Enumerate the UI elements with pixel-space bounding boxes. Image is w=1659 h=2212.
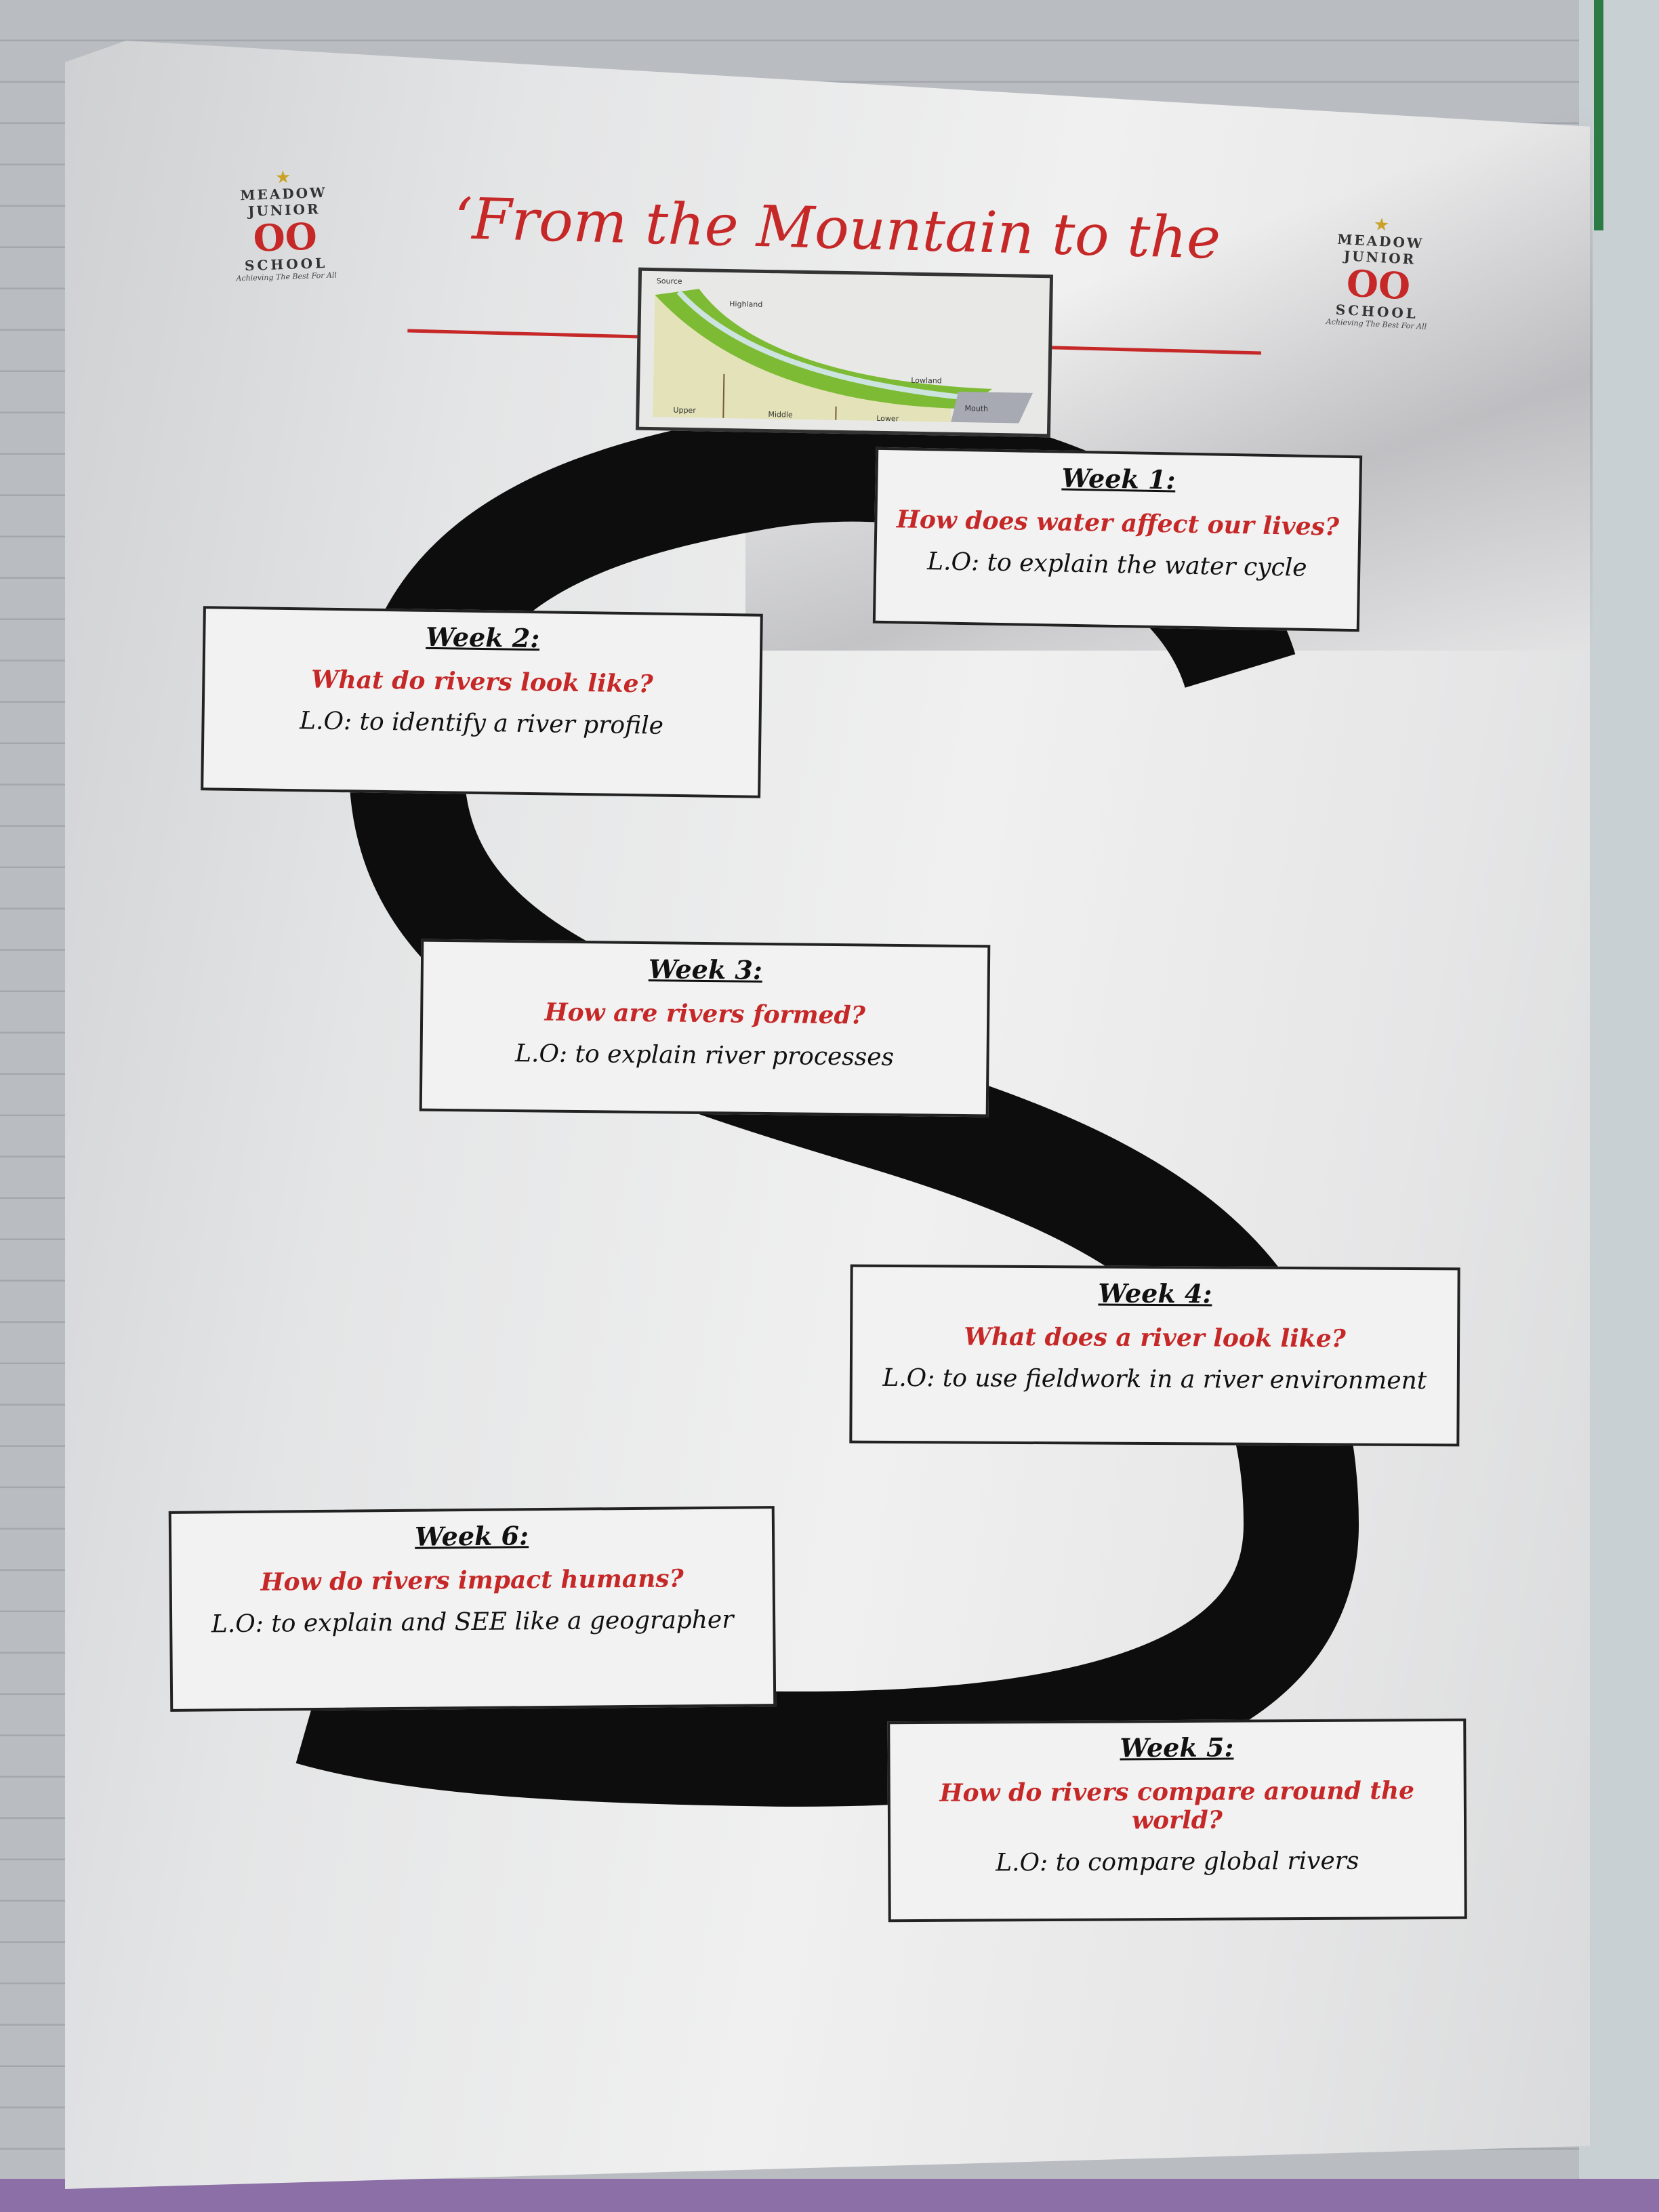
week-2-card: Week 2: What do rivers look like? L.O: t…: [201, 606, 763, 798]
label-middle: Middle: [768, 410, 793, 419]
learning-objective: L.O: to explain the water cycle: [926, 548, 1307, 582]
green-margin: [1594, 0, 1603, 230]
week-label: Week 1:: [1061, 462, 1176, 495]
label-lowland: Lowland: [911, 375, 942, 386]
week-5-card: Week 5: How do rivers compare around the…: [887, 1718, 1467, 1923]
logo-monogram: OO: [252, 214, 318, 260]
learning-objective: L.O: to use fieldwork in a river environ…: [882, 1364, 1427, 1395]
label-mouth: Mouth: [964, 404, 989, 413]
learning-objective: L.O: to explain and SEE like a geographe…: [211, 1605, 734, 1639]
notebook-edge: [1579, 0, 1659, 2212]
label-source: Source: [656, 276, 682, 286]
school-logo-left: ★ MEADOW JUNIOR OO SCHOOL Achieving The …: [208, 167, 361, 283]
table-surface: [0, 2179, 1659, 2212]
week-question: What do rivers look like?: [310, 665, 653, 699]
week-1-card: Week 1: How does water affect our lives?…: [872, 447, 1363, 632]
river-profile-image: Source Highland Lowland Mouth Upper Midd…: [635, 267, 1054, 438]
week-question: How do rivers compare around the world?: [939, 1776, 1415, 1835]
learning-objective: L.O: to explain river processes: [514, 1040, 895, 1071]
week-label: Week 4:: [1098, 1277, 1212, 1309]
week-question: How are rivers formed?: [544, 998, 866, 1030]
river-profile-drawing: [653, 289, 1033, 424]
week-4-card: Week 4: What does a river look like? L.O…: [849, 1264, 1460, 1447]
label-highland: Highland: [729, 300, 763, 309]
week-6-card: Week 6: How do rivers impact humans? L.O…: [168, 1506, 777, 1712]
learning-objective: L.O: to identify a river profile: [299, 707, 664, 740]
week-question: What does a river look like?: [964, 1322, 1346, 1353]
label-upper: Upper: [673, 405, 696, 415]
week-question: How do rivers impact humans?: [260, 1564, 684, 1597]
week-label: Week 2:: [426, 621, 540, 654]
week-question: How does water affect our lives?: [896, 505, 1340, 541]
week-label: Week 5:: [1120, 1732, 1234, 1763]
label-lower: Lower: [876, 413, 899, 424]
learning-objective: L.O: to compare global rivers: [996, 1847, 1359, 1877]
week-label: Week 3:: [648, 954, 763, 985]
week-label: Week 6:: [414, 1520, 529, 1552]
school-logo-right: ★ MEADOW JUNIOR OO SCHOOL Achieving The …: [1302, 213, 1456, 331]
week-3-card: Week 3: How are rivers formed? L.O: to e…: [419, 939, 991, 1118]
